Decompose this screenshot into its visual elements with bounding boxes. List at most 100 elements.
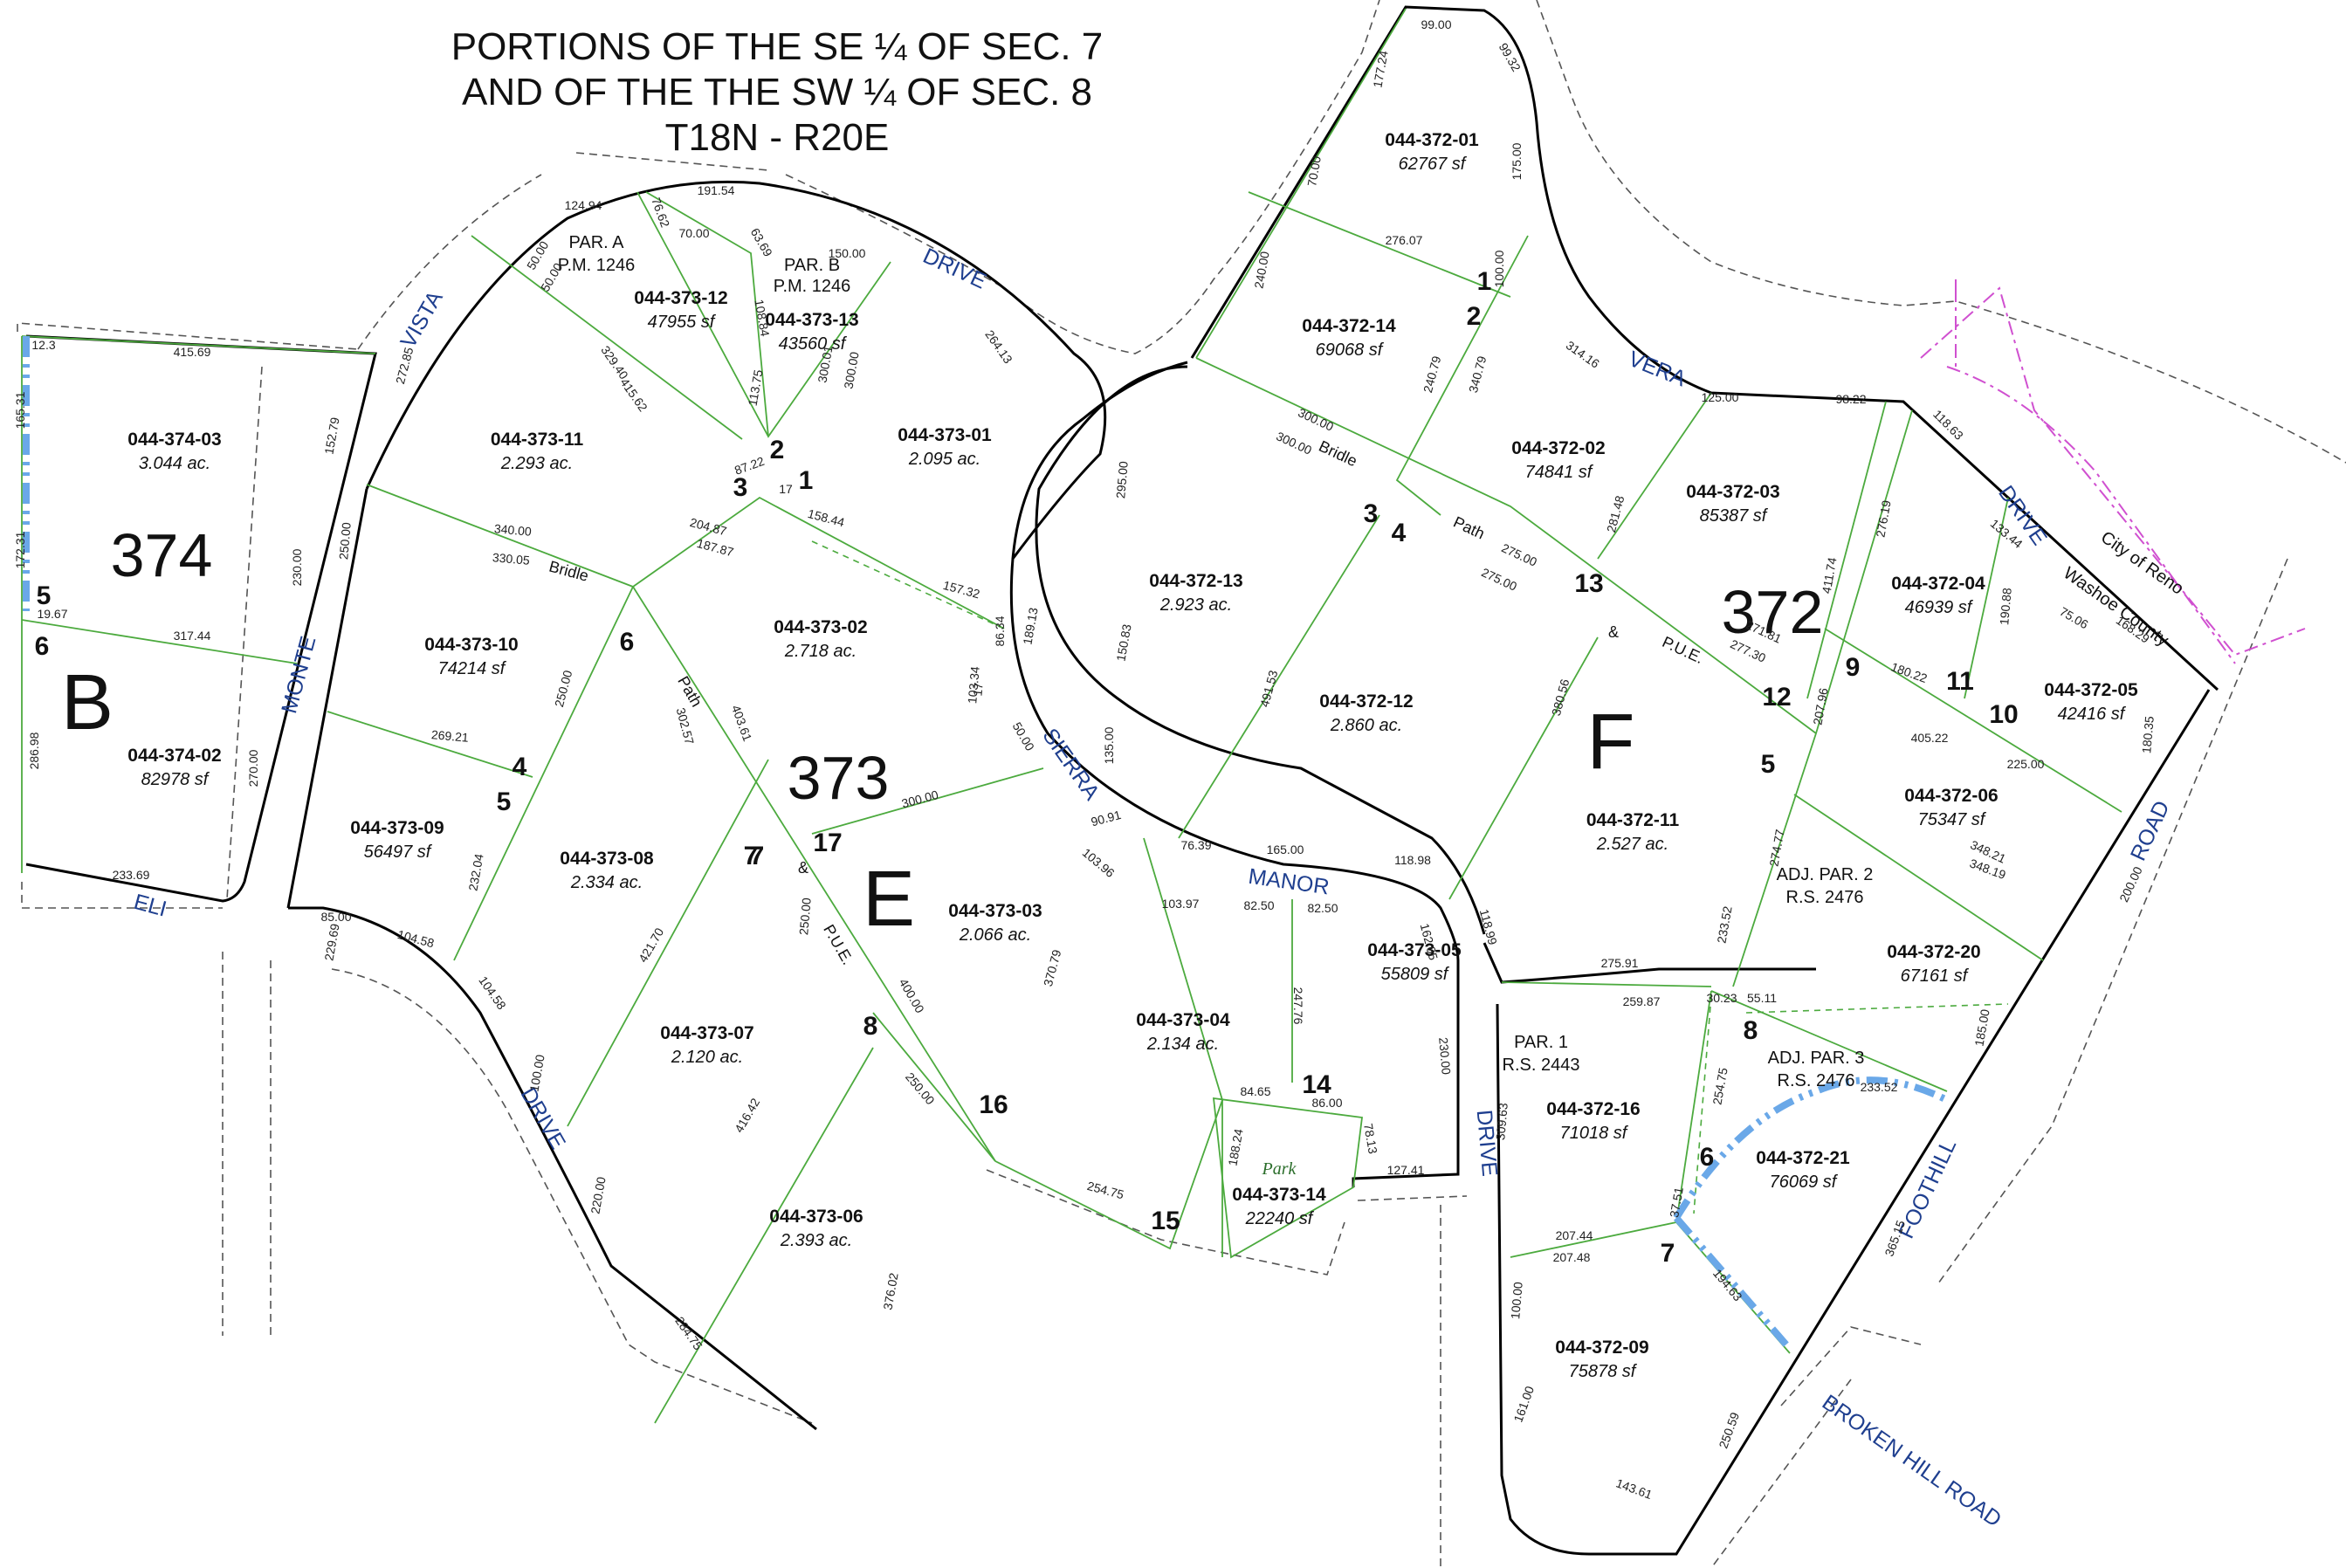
parcel-area: 2.860 ac. bbox=[1330, 716, 1402, 735]
dimension-value: 207.44 bbox=[1556, 1228, 1593, 1242]
dimension-value: 247.76 bbox=[1291, 987, 1305, 1025]
note-rs-1: R.S. 2443 bbox=[1503, 1056, 1580, 1075]
parcel-area: 46939 sf bbox=[1905, 598, 1974, 617]
dimension-value: 189.13 bbox=[1020, 606, 1040, 645]
parcel-apn: 044-373-13 bbox=[765, 310, 858, 330]
street-drive-mid: DRIVE bbox=[1472, 1109, 1503, 1178]
lot-number: 5 bbox=[497, 787, 512, 816]
parcel-area: 55809 sf bbox=[1381, 965, 1450, 984]
dimension-value: 90.91 bbox=[1090, 808, 1123, 829]
lot-number: 6 bbox=[620, 628, 635, 657]
dimension-value: 99.00 bbox=[1421, 17, 1451, 31]
dimension-value: 416.42 bbox=[732, 1096, 762, 1135]
dimension-value: 50.00 bbox=[538, 260, 565, 294]
street-drive-top: DRIVE bbox=[919, 244, 990, 294]
dimension-value: 274.77 bbox=[1766, 828, 1786, 867]
lot-number: 16 bbox=[979, 1090, 1008, 1119]
parcel-area: 75347 sf bbox=[1918, 810, 1987, 829]
block-number-372: 372 bbox=[1722, 578, 1824, 646]
dimension-value: 104.58 bbox=[476, 973, 509, 1012]
map-title-line-1: PORTIONS OF THE SE ¼ OF SEC. 7 bbox=[451, 25, 1104, 68]
block-number-373: 373 bbox=[788, 744, 890, 812]
label-city-of-reno: City of Reno bbox=[2097, 528, 2187, 599]
parcel-area: 74841 sf bbox=[1525, 463, 1594, 482]
dimension-value: 300.01 bbox=[815, 344, 835, 383]
dimension-value: 191.54 bbox=[698, 183, 735, 197]
dimension-value: 314.16 bbox=[1564, 338, 1602, 371]
dimension-value: 340.00 bbox=[493, 521, 532, 539]
parcel-apn: 044-372-01 bbox=[1385, 130, 1479, 150]
parcel-apn: 044-373-05 bbox=[1367, 940, 1462, 960]
dimension-value: 118.63 bbox=[1930, 407, 1966, 443]
dimension-value: 240.79 bbox=[1421, 354, 1444, 395]
parcel-apn: 044-372-04 bbox=[1891, 574, 1985, 594]
note-pm-b: P.M. 1246 bbox=[774, 277, 851, 296]
parcel-area: 2.334 ac. bbox=[570, 873, 643, 892]
block-letter-e: E bbox=[863, 856, 915, 943]
dimension-value: 300.00 bbox=[1274, 429, 1314, 457]
dimension-value: 275.91 bbox=[1601, 956, 1639, 970]
parcel-apn: 044-373-06 bbox=[769, 1207, 863, 1227]
street-vista: VISTA bbox=[396, 286, 448, 352]
dimension-value: 254.75 bbox=[1710, 1066, 1730, 1105]
lot-number: 11 bbox=[1946, 667, 1974, 696]
dimension-value: 329.40 bbox=[598, 343, 631, 382]
dimension-value: 75.06 bbox=[2057, 604, 2091, 631]
dimension-value: 78.13 bbox=[1361, 1122, 1380, 1154]
dimension-value: 12.3 bbox=[31, 338, 55, 352]
block-letter-f: F bbox=[1587, 698, 1635, 786]
street-vera: VERA bbox=[1625, 347, 1689, 392]
dimension-value: 37.51 bbox=[1667, 1186, 1686, 1218]
lot-number: 4 bbox=[513, 753, 527, 781]
parcel-apn: 044-372-05 bbox=[2044, 680, 2138, 700]
note-par-a: PAR. A bbox=[569, 233, 625, 252]
lot-number: 4 bbox=[1392, 519, 1407, 547]
dimension-value: 103.34 bbox=[965, 665, 982, 704]
lot-number: 12 bbox=[1762, 683, 1791, 712]
right-of-way-lines bbox=[17, 0, 2346, 1568]
dimension-value: 108.84 bbox=[752, 299, 772, 338]
dimension-value: 100.00 bbox=[1492, 250, 1506, 287]
dimension-value: 240.00 bbox=[1251, 250, 1271, 289]
dimension-value: 118.99 bbox=[1477, 907, 1500, 946]
parcel-area: 2.923 ac. bbox=[1159, 595, 1232, 615]
dimension-value: 250.59 bbox=[1716, 1410, 1742, 1450]
parcel-area: 2.066 ac. bbox=[959, 925, 1031, 945]
dimension-value: 150.00 bbox=[829, 246, 866, 260]
dimension-value: 250.00 bbox=[903, 1069, 938, 1107]
lot-number: 6 bbox=[1700, 1143, 1715, 1172]
dimension-value: 161.00 bbox=[1510, 1384, 1537, 1424]
parcel-apn: 044-373-03 bbox=[948, 901, 1042, 921]
dimension-value: 100.00 bbox=[1508, 1281, 1525, 1319]
parcel-area: 82978 sf bbox=[141, 770, 210, 789]
parcel-area: 43560 sf bbox=[779, 334, 848, 354]
parcel-area: 2.527 ac. bbox=[1596, 835, 1668, 854]
dimension-value: 82.50 bbox=[1307, 901, 1338, 915]
utility-easement-east bbox=[1673, 1076, 1949, 1221]
dimension-value: 415.62 bbox=[617, 375, 650, 414]
lot-number: 8 bbox=[1744, 1016, 1758, 1045]
parcel-area: 2.293 ac. bbox=[500, 454, 573, 473]
street-eli: ELI bbox=[131, 890, 169, 922]
lot-number: 5 bbox=[1761, 750, 1776, 779]
dimension-value: 143.61 bbox=[1614, 1475, 1655, 1502]
parcel-apn: 044-372-06 bbox=[1904, 786, 1998, 806]
dimension-value: 103.97 bbox=[1162, 897, 1200, 911]
dimension-value: 259.87 bbox=[1623, 994, 1661, 1008]
parcel-area: 69068 sf bbox=[1316, 340, 1385, 360]
parcel-apn: 044-373-12 bbox=[634, 288, 727, 308]
note-par-b: PAR. B bbox=[784, 256, 840, 275]
dimension-value: 232.04 bbox=[465, 852, 485, 891]
dimension-value: 188.24 bbox=[1225, 1127, 1245, 1166]
parcel-apn: 044-373-01 bbox=[898, 425, 992, 445]
dimension-value: 340.79 bbox=[1466, 354, 1489, 395]
dimension-value: 225.00 bbox=[2007, 757, 2045, 771]
map-title-line-2: AND OF THE THE SW ¼ OF SEC. 8 bbox=[462, 71, 1092, 113]
utility-easement-south bbox=[1673, 1215, 1793, 1351]
parcel-apn: 044-373-11 bbox=[491, 430, 584, 450]
note-rs-2: R.S. 2476 bbox=[1786, 888, 1864, 907]
dimension-value: 127.41 bbox=[1387, 1163, 1425, 1177]
parcel-area: 75878 sf bbox=[1569, 1362, 1638, 1381]
dimension-value: 233.52 bbox=[1861, 1080, 1898, 1094]
